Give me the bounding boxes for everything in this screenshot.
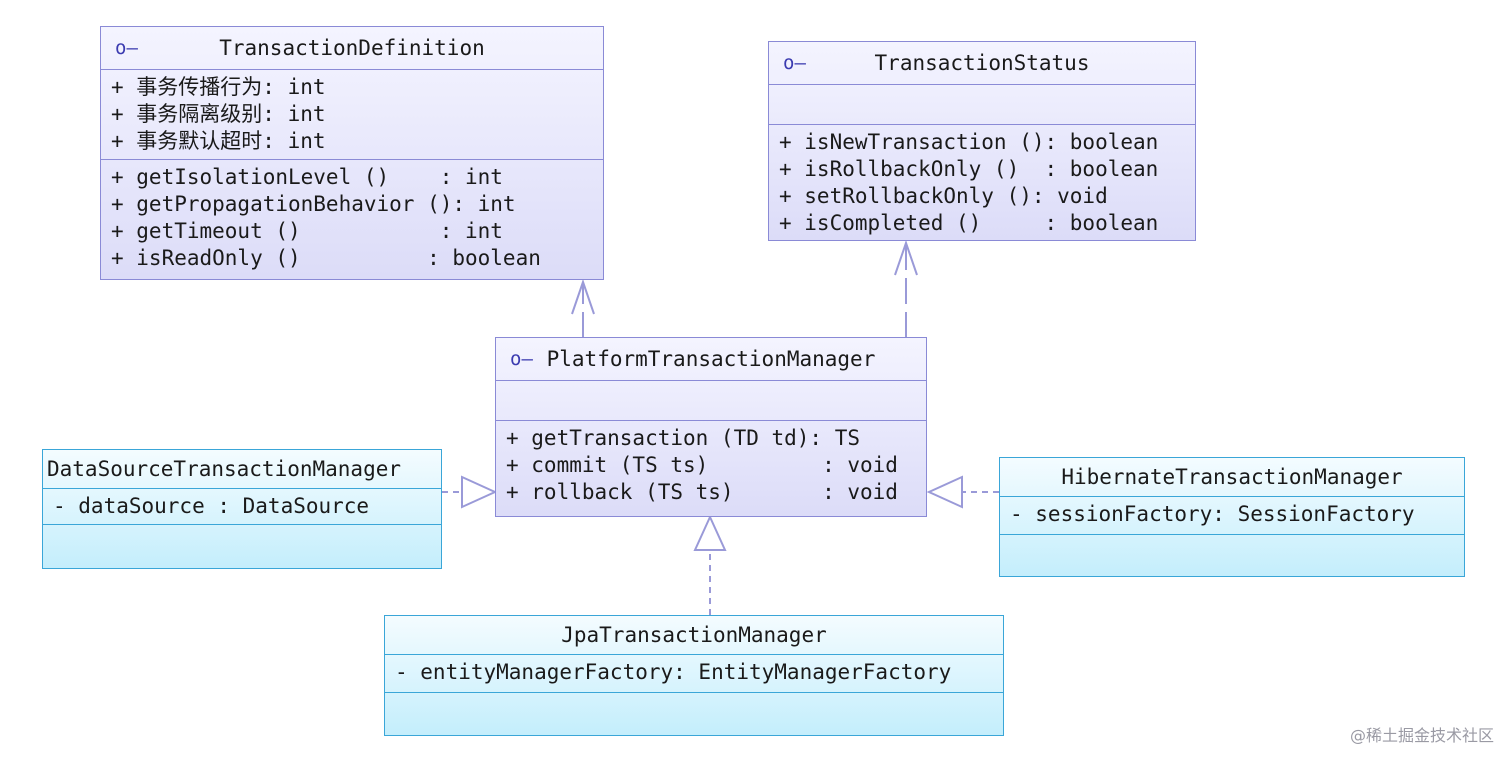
operation: + getTimeout () : int — [111, 219, 503, 243]
class-name: HibernateTransactionManager — [1061, 465, 1403, 489]
attributes-section: - sessionFactory: SessionFactory — [1000, 496, 1464, 534]
attributes-section — [769, 84, 1195, 124]
attribute: + 事务隔离级别: int — [111, 102, 326, 126]
class-transaction-definition: o– TransactionDefinition + 事务传播行为: int +… — [100, 26, 604, 280]
class-datasource-transaction-manager: DataSourceTransactionManager - dataSourc… — [42, 449, 442, 569]
operation: + getIsolationLevel () : int — [111, 165, 503, 189]
class-title: o– TransactionDefinition — [101, 27, 603, 69]
realization-arrow-jpa — [693, 514, 727, 615]
interface-icon: o– — [115, 37, 138, 59]
realization-arrow-hibernate — [926, 475, 999, 509]
class-title: DataSourceTransactionManager — [43, 450, 441, 488]
operation: + isReadOnly () : boolean — [111, 246, 541, 270]
attributes-section: + 事务传播行为: int + 事务隔离级别: int + 事务默认超时: in… — [101, 69, 603, 159]
watermark: @稀土掘金技术社区 — [1349, 726, 1494, 745]
dependency-arrow-status — [894, 239, 918, 338]
attributes-section: - entityManagerFactory: EntityManagerFac… — [385, 654, 1003, 692]
class-jpa-transaction-manager: JpaTransactionManager - entityManagerFac… — [384, 615, 1004, 736]
operation: + isNewTransaction (): boolean — [779, 130, 1159, 154]
interface-icon: o– — [510, 348, 533, 370]
dependency-arrow-definition — [571, 278, 595, 338]
operations-section: + getTransaction (TD td): TS + commit (T… — [496, 420, 926, 510]
operations-section: + isNewTransaction (): boolean + isRollb… — [769, 124, 1195, 241]
class-name: DataSourceTransactionManager — [47, 457, 402, 481]
operation: + commit (TS ts) : void — [506, 453, 898, 477]
attribute: + 事务默认超时: int — [111, 129, 326, 153]
operation: + getTransaction (TD td): TS — [506, 426, 861, 450]
class-title: JpaTransactionManager — [385, 616, 1003, 654]
attributes-section: - dataSource : DataSource — [43, 488, 441, 524]
class-platform-transaction-manager: o– PlatformTransactionManager + getTrans… — [495, 337, 927, 517]
class-title: o– TransactionStatus — [769, 42, 1195, 84]
attribute: - entityManagerFactory: EntityManagerFac… — [395, 660, 952, 684]
attribute: - dataSource : DataSource — [53, 494, 370, 518]
attribute: - sessionFactory: SessionFactory — [1010, 502, 1415, 526]
operation: + isRollbackOnly () : boolean — [779, 157, 1159, 181]
class-name: JpaTransactionManager — [561, 623, 827, 647]
operation: + rollback (TS ts) : void — [506, 480, 898, 504]
class-title: o– PlatformTransactionManager — [496, 338, 926, 380]
operations-section — [1000, 534, 1464, 574]
operations-section: + getIsolationLevel () : int + getPropag… — [101, 159, 603, 276]
attribute: + 事务传播行为: int — [111, 75, 326, 99]
class-title: HibernateTransactionManager — [1000, 458, 1464, 496]
realization-arrow-datasource — [442, 475, 498, 509]
class-transaction-status: o– TransactionStatus + isNewTransaction … — [768, 41, 1196, 241]
class-name: PlatformTransactionManager — [546, 347, 876, 371]
class-hibernate-transaction-manager: HibernateTransactionManager - sessionFac… — [999, 457, 1465, 577]
attributes-section — [496, 380, 926, 420]
operation: + getPropagationBehavior (): int — [111, 192, 516, 216]
class-name: TransactionStatus — [874, 51, 1090, 75]
operations-section — [385, 692, 1003, 732]
class-name: TransactionDefinition — [219, 36, 485, 60]
operation: + setRollbackOnly (): void — [779, 184, 1108, 208]
operations-section — [43, 524, 441, 564]
interface-icon: o– — [783, 52, 806, 74]
operation: + isCompleted () : boolean — [779, 211, 1159, 235]
